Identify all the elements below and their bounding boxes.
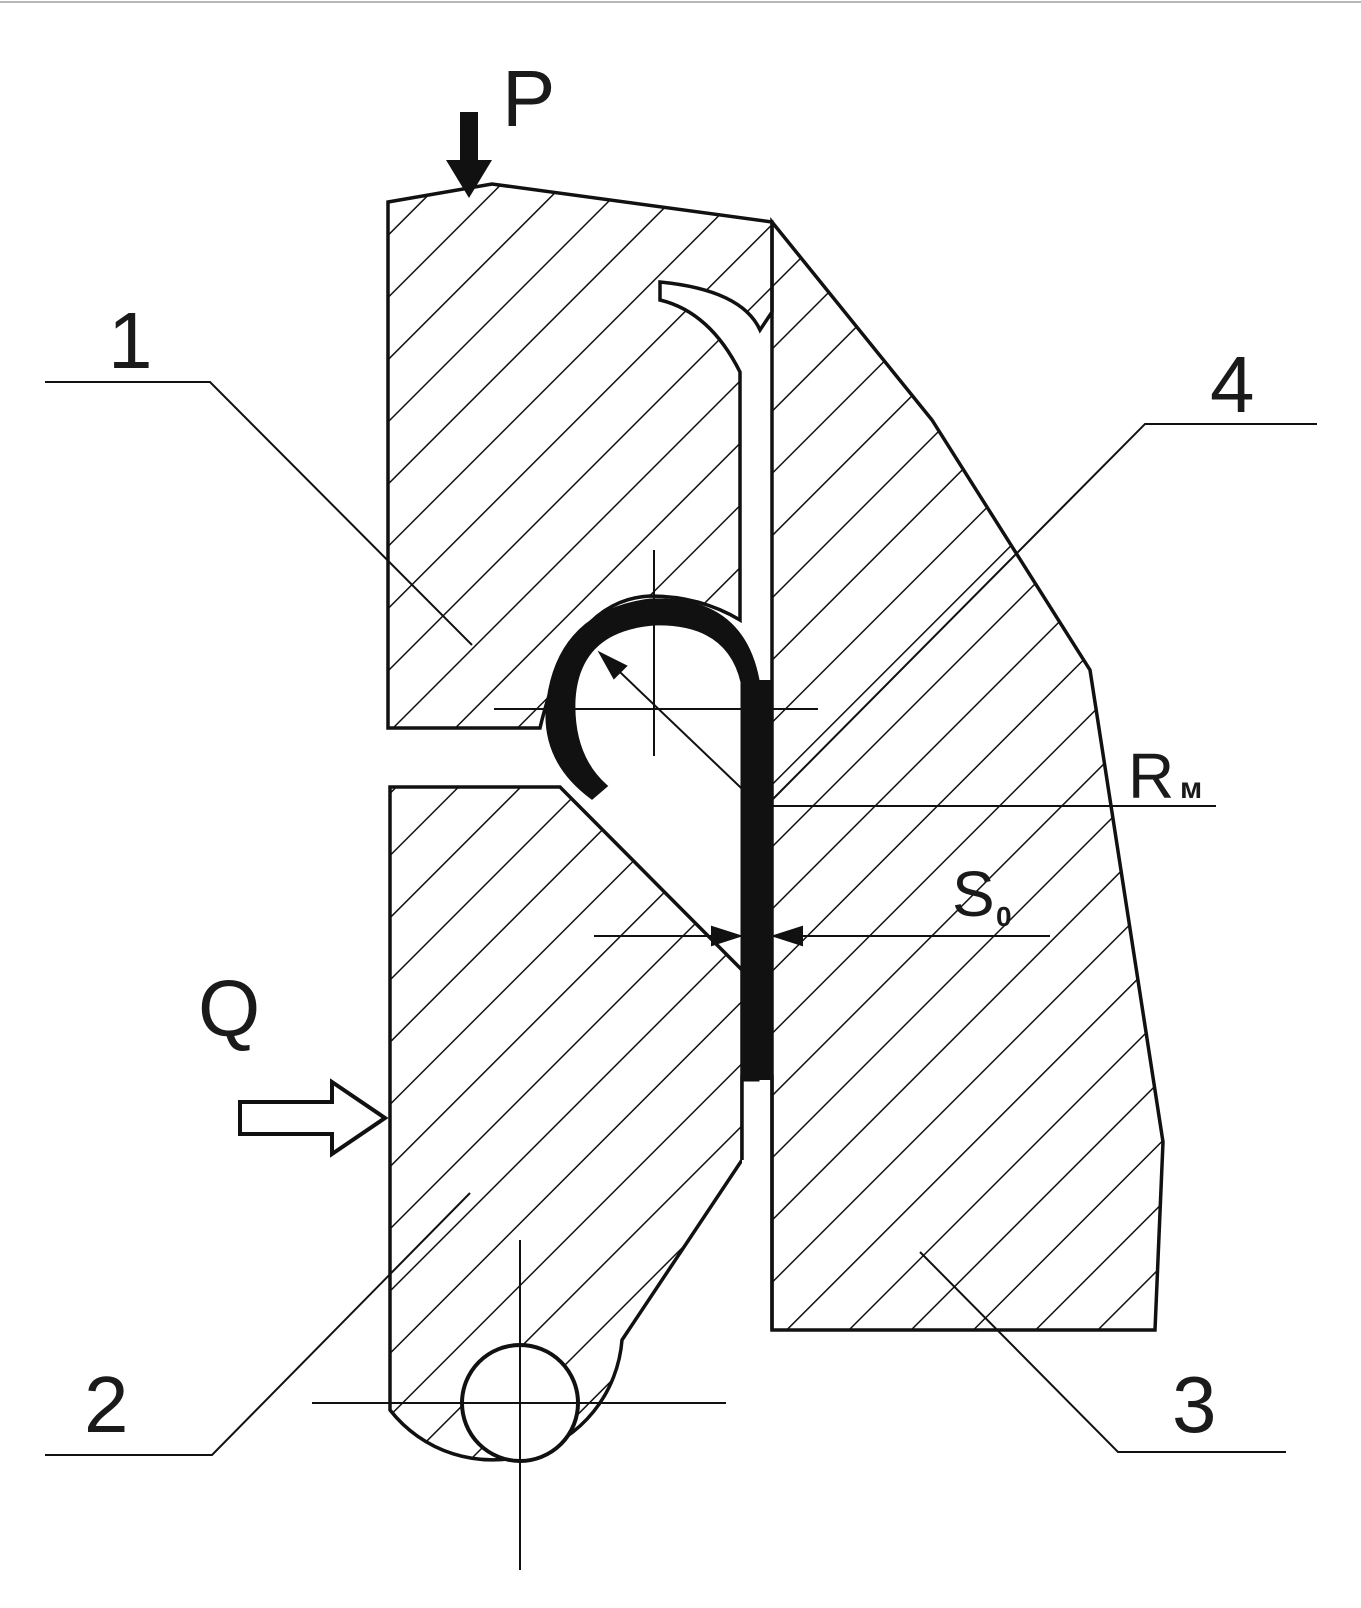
label-part-1: 1	[108, 296, 153, 385]
label-force-q: Q	[198, 964, 260, 1053]
label-part-4: 4	[1210, 340, 1255, 429]
leader-lines	[45, 381, 1317, 1456]
label-part-2: 2	[84, 1360, 129, 1449]
radius-dimension	[597, 650, 1216, 807]
part-4-workpiece	[545, 598, 772, 1082]
part-2-lower-jaw	[388, 785, 744, 1463]
label-thickness: S	[952, 858, 995, 930]
thickness-dimension	[594, 925, 1050, 947]
label-radius: R	[1128, 740, 1174, 812]
label-radius-sub: м	[1180, 772, 1202, 805]
label-force-p: P	[502, 54, 555, 143]
hollow-arrow-right-icon	[238, 1078, 389, 1158]
solid-arrow-down-icon	[446, 112, 492, 198]
centre-lines	[312, 550, 818, 1570]
label-thickness-sub: 0	[996, 901, 1012, 932]
part-3-right-die	[770, 217, 1165, 1332]
label-part-3: 3	[1172, 1360, 1217, 1449]
